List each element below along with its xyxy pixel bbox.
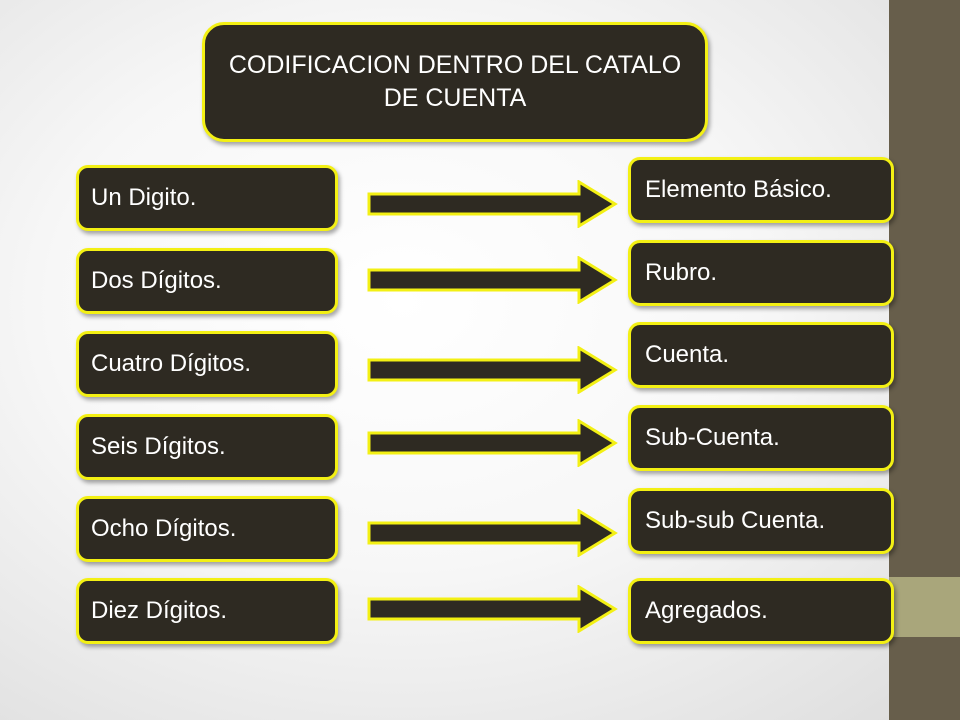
level-box-4: Sub-Cuenta.	[628, 405, 894, 471]
arrow-icon	[367, 346, 618, 394]
arrow-icon	[367, 509, 618, 557]
level-box-2: Rubro.	[628, 240, 894, 306]
arrow-icon	[367, 256, 618, 304]
arrow-icon	[367, 585, 618, 633]
digit-box-5: Ocho Dígitos.	[76, 496, 338, 562]
level-box-1: Elemento Básico.	[628, 157, 894, 223]
arrow-icon	[367, 419, 618, 467]
digit-box-6: Diez Dígitos.	[76, 578, 338, 644]
level-box-3: Cuenta.	[628, 322, 894, 388]
level-box-6: Agregados.	[628, 578, 894, 644]
level-box-5: Sub-sub Cuenta.	[628, 488, 894, 554]
decorative-sidebar-accent	[889, 577, 960, 637]
digit-box-2: Dos Dígitos.	[76, 248, 338, 314]
digit-box-3: Cuatro Dígitos.	[76, 331, 338, 397]
arrow-icon	[367, 180, 618, 228]
diagram-title: CODIFICACION DENTRO DEL CATALO DE CUENTA	[202, 22, 708, 142]
digit-box-1: Un Digito.	[76, 165, 338, 231]
digit-box-4: Seis Dígitos.	[76, 414, 338, 480]
